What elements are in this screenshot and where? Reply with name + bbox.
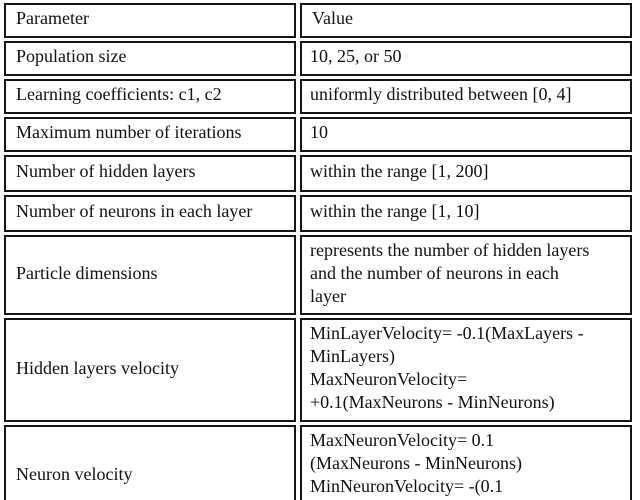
value-cell: within the range [1, 200]: [300, 154, 632, 192]
value-cell: represents the number of hidden layers a…: [300, 234, 632, 316]
parameter-cell: Particle dimensions: [4, 234, 296, 316]
table-row: Learning coefficients: c1, c2 uniformly …: [4, 78, 632, 114]
table-row: Maximum number of iterations 10: [4, 116, 632, 152]
parameter-cell: Learning coefficients: c1, c2: [4, 78, 296, 114]
column-header-parameter: Parameter: [4, 3, 296, 38]
parameter-cell: Maximum number of iterations: [4, 116, 296, 152]
value-cell: within the range [1, 10]: [300, 194, 632, 232]
value-cell: uniformly distributed between [0, 4]: [300, 78, 632, 114]
parameter-cell: Neuron velocity: [4, 424, 296, 500]
table-row: Particle dimensions represents the numbe…: [4, 234, 632, 316]
value-cell: 10, 25, or 50: [300, 40, 632, 76]
parameter-cell: Population size: [4, 40, 296, 76]
value-cell: 10: [300, 116, 632, 152]
parameter-cell: Number of neurons in each layer: [4, 194, 296, 232]
table-row: Number of hidden layers within the range…: [4, 154, 632, 192]
table-row: Neuron velocity MaxNeuronVelocity= 0.1 (…: [4, 424, 632, 500]
table-row: Population size 10, 25, or 50: [4, 40, 632, 76]
value-cell: MinLayerVelocity= -0.1(MaxLayers - MinLa…: [300, 318, 632, 422]
value-cell: MaxNeuronVelocity= 0.1 (MaxNeurons - Min…: [300, 424, 632, 500]
table-header-row: Parameter Value: [4, 3, 632, 38]
table-row: Hidden layers velocity MinLayerVelocity=…: [4, 318, 632, 422]
parameter-cell: Number of hidden layers: [4, 154, 296, 192]
column-header-value: Value: [300, 3, 632, 38]
table-row: Number of neurons in each layer within t…: [4, 194, 632, 232]
parameter-cell: Hidden layers velocity: [4, 318, 296, 422]
